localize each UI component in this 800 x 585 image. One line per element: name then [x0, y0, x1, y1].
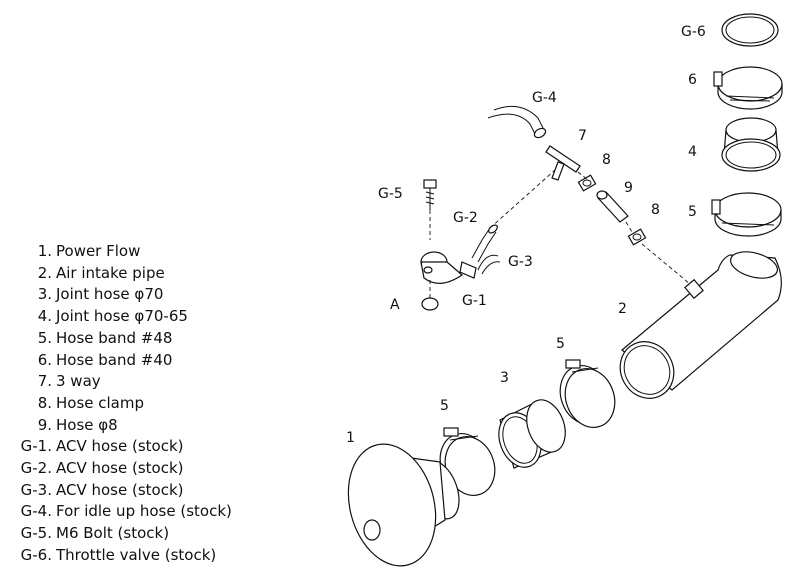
legend-item-text: For idle up hose (stock): [56, 502, 232, 521]
callout-9: 9: [624, 180, 633, 196]
legend-item: G-4.For idle up hose (stock): [0, 500, 262, 522]
callout-3: 3: [500, 370, 509, 386]
hose-band-40-drawing: [713, 66, 783, 110]
legend-item: G-2.ACV hose (stock): [0, 457, 262, 479]
callout-5-lower: 5: [440, 398, 449, 414]
legend-item: 8.Hose clamp: [0, 392, 262, 414]
legend-item: 5.Hose band #48: [0, 327, 262, 349]
legend-item: G-6.Throttle valve (stock): [0, 544, 262, 566]
legend-item-number: G-3.: [20, 480, 52, 499]
legend-item: 2.Air intake pipe: [0, 262, 262, 284]
legend-item-number: G-6.: [20, 545, 52, 564]
legend-item-text: Hose band #48: [56, 328, 173, 347]
legend-item-text: Joint hose φ70-65: [56, 307, 188, 326]
air-intake-pipe-drawing: [619, 251, 782, 399]
acv-assembly-drawing: [420, 224, 501, 284]
callout-6: 6: [688, 72, 697, 88]
callout-g3: G-3: [508, 254, 533, 270]
legend-item-text: 3 way: [56, 372, 101, 391]
legend-item-text: Power Flow: [56, 242, 141, 260]
legend-item-text: ACV hose (stock): [56, 437, 184, 456]
legend-item-number: 1.: [37, 242, 52, 260]
hose-8-drawing: [596, 190, 629, 223]
callout-a: A: [390, 297, 400, 313]
legend-item: G-3.ACV hose (stock): [0, 479, 262, 501]
callout-g5: G-5: [378, 186, 403, 202]
callout-8-upper: 8: [602, 152, 611, 168]
legend-item: 9.Hose φ8: [0, 414, 262, 436]
callout-g6: G-6: [681, 24, 706, 40]
callout-8-lower: 8: [651, 202, 660, 218]
joint-hose-70-65-drawing: [721, 117, 781, 172]
throttle-valve-drawing: [721, 13, 779, 47]
hose-band-48-upper-drawing: [711, 192, 782, 237]
legend-item-text: M6 Bolt (stock): [56, 524, 170, 543]
legend-item: 3.Joint hose φ70: [0, 283, 262, 305]
legend-item: G-1.ACV hose (stock): [0, 435, 262, 457]
legend-item-number: 7.: [37, 372, 52, 391]
legend-item-text: Hose clamp: [56, 393, 145, 412]
joint-hose-70-drawing: [498, 399, 566, 469]
legend-item-text: Hose band #40: [56, 350, 173, 369]
callout-g4: G-4: [532, 90, 557, 106]
legend-item-number: G-1.: [20, 437, 52, 456]
hose-band-48-middle-drawing: [559, 359, 616, 428]
three-way-drawing: [545, 145, 581, 181]
legend-item-text: ACV hose (stock): [56, 480, 184, 499]
callout-5-middle: 5: [556, 336, 565, 352]
legend-item-number: 2.: [37, 263, 52, 282]
legend-item: 4.Joint hose φ70-65: [0, 305, 262, 327]
idle-up-hose-drawing: [487, 105, 547, 139]
legend-item: 6.Hose band #40: [0, 349, 262, 371]
callout-1: 1: [346, 430, 355, 446]
legend-item-number: 8.: [37, 393, 52, 412]
washer-a-drawing: [421, 280, 439, 311]
hose-clamp-lower-drawing: [627, 228, 647, 246]
legend-item-number: G-5.: [20, 524, 52, 543]
hose-clamp-upper-drawing: [577, 174, 597, 192]
legend-item-text: Joint hose φ70: [56, 285, 164, 304]
power-flow-drawing: [347, 443, 460, 567]
legend-item-text: ACV hose (stock): [56, 459, 184, 477]
legend-item-number: 4.: [37, 307, 52, 326]
legend-item: G-5.M6 Bolt (stock): [0, 522, 262, 544]
callout-7: 7: [578, 128, 587, 144]
leader-lines: [429, 169, 691, 285]
legend-item-text: Hose φ8: [56, 415, 118, 434]
legend-item-number: G-2.: [20, 459, 52, 477]
legend-item-text: Air intake pipe: [56, 263, 165, 282]
callout-4: 4: [688, 144, 697, 160]
legend-item-number: 5.: [37, 328, 52, 347]
callout-5-upper: 5: [688, 204, 697, 220]
callout-g1: G-1: [462, 293, 487, 309]
m6-bolt-drawing: [423, 179, 437, 210]
legend-item: 1.Power Flow: [0, 240, 262, 262]
legend-item-number: G-4.: [20, 502, 52, 521]
callout-2: 2: [618, 301, 627, 317]
callout-g2: G-2: [453, 210, 478, 226]
legend-item-text: Throttle valve (stock): [56, 545, 217, 564]
legend-item-number: 6.: [37, 350, 52, 369]
legend-item-number: 9.: [37, 415, 52, 434]
legend-item: 7.3 way: [0, 370, 262, 392]
legend-item-number: 3.: [37, 285, 52, 304]
